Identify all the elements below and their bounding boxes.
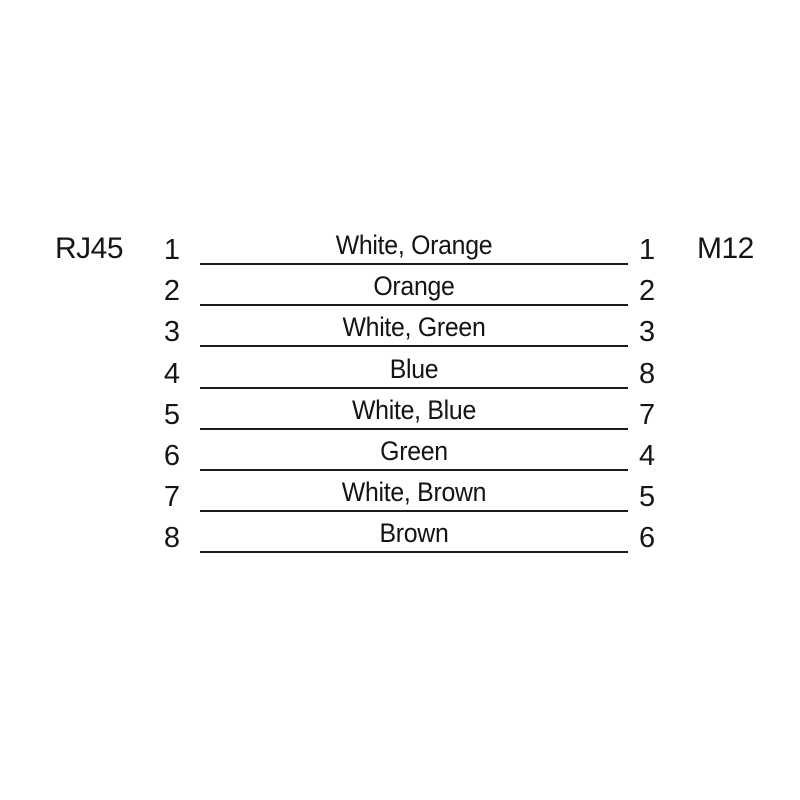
left-pin-number: 8 xyxy=(163,522,180,555)
wire-line xyxy=(200,469,628,471)
right-pin-number: 4 xyxy=(639,440,656,472)
left-pin-number: 2 xyxy=(163,275,180,308)
left-pin-number: 7 xyxy=(163,481,180,514)
right-pin-number: 6 xyxy=(639,522,656,555)
wire-label: Orange xyxy=(373,271,455,302)
wire-label: Blue xyxy=(389,353,439,384)
wire-line xyxy=(200,551,628,554)
wire-label: Brown xyxy=(379,518,449,549)
wire-label: Green xyxy=(380,436,448,466)
left-pin-number: 3 xyxy=(163,316,180,349)
right-pin-number: 7 xyxy=(639,398,656,431)
wire-line xyxy=(200,510,628,513)
left-pin-number: 5 xyxy=(163,398,180,431)
wire-label: White, Brown xyxy=(341,477,487,508)
left-pin-number: 1 xyxy=(163,234,180,266)
right-pin-number: 8 xyxy=(639,357,656,390)
right-pin-number: 1 xyxy=(639,234,656,266)
wire-line xyxy=(200,345,628,348)
left-pin-number: 4 xyxy=(163,357,180,390)
wire-label: White, Blue xyxy=(352,394,476,425)
wire-line xyxy=(200,263,628,265)
wire-label: White, Orange xyxy=(335,230,493,260)
right-pin-number: 5 xyxy=(639,481,656,514)
right-connector-label: M12 xyxy=(697,232,754,265)
right-pin-number: 3 xyxy=(639,316,656,349)
right-pin-number: 2 xyxy=(639,275,656,308)
wire-line xyxy=(200,386,628,389)
wire-line xyxy=(200,304,628,307)
wire-line xyxy=(200,427,628,430)
left-pin-number: 6 xyxy=(163,440,180,472)
wire-label: White, Green xyxy=(342,312,486,343)
left-connector-label: RJ45 xyxy=(55,232,124,265)
